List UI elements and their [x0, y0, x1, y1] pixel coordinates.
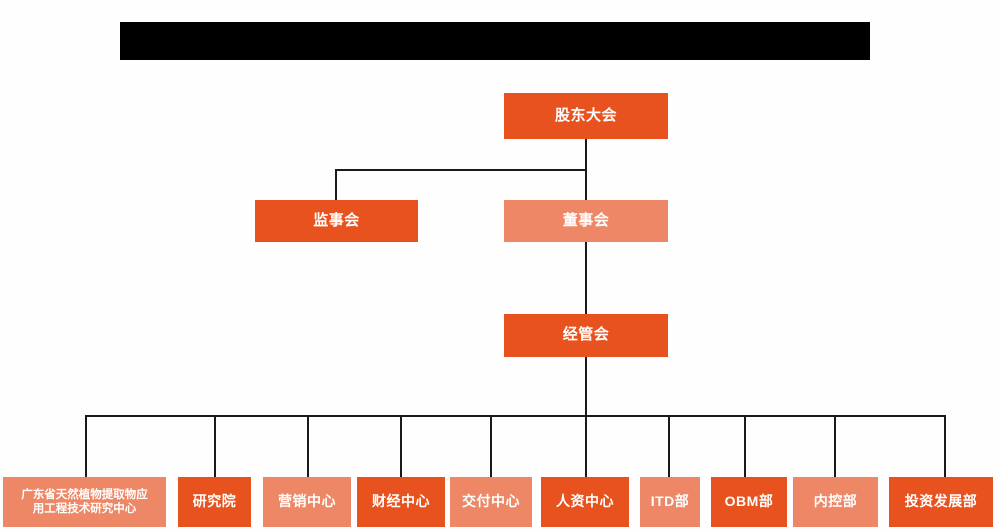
org-node-itd-dept-label: ITD部	[650, 493, 690, 510]
connector-level4-bus	[85, 415, 945, 417]
connector-drop-itd-dept	[668, 415, 670, 477]
org-node-delivery-center[interactable]: 交付中心	[450, 477, 532, 527]
connector-drop-internal-control-dept	[834, 415, 836, 477]
connector-drop-marketing-center	[307, 415, 309, 477]
connector-supervisors-down	[335, 169, 337, 201]
org-node-finance-center-label: 财经中心	[372, 493, 430, 510]
redacted-title-bar	[120, 22, 870, 60]
connector-drop-institute	[214, 415, 216, 477]
org-node-internal-control-dept-label: 内控部	[813, 493, 858, 510]
org-node-research-center-label: 广东省天然植物提取物应 用工程技术研究中心	[21, 488, 148, 515]
org-node-obm-dept[interactable]: OBM部	[711, 477, 787, 527]
connector-directors-to-management	[585, 242, 587, 314]
org-node-directors[interactable]: 董事会	[504, 200, 668, 242]
org-node-obm-dept-label: OBM部	[724, 493, 774, 510]
org-node-supervisors[interactable]: 监事会	[255, 200, 418, 242]
connector-drop-research-center	[85, 415, 87, 477]
connector-management-down	[585, 357, 587, 417]
connector-drop-investment-dev-dept	[944, 415, 946, 477]
org-node-hr-center[interactable]: 人资中心	[541, 477, 629, 527]
org-node-marketing-center-label: 营销中心	[278, 493, 336, 510]
connector-directors-down	[585, 169, 587, 201]
org-node-supervisors-label: 监事会	[313, 211, 360, 229]
connector-drop-hr-center	[585, 415, 587, 477]
org-node-investment-dev-dept-label: 投资发展部	[904, 493, 978, 510]
connector-level2-bus	[335, 169, 587, 171]
connector-drop-delivery-center	[490, 415, 492, 477]
org-node-research-center[interactable]: 广东省天然植物提取物应 用工程技术研究中心	[3, 477, 166, 527]
org-node-management-label: 经管会	[562, 326, 610, 344]
connector-drop-obm-dept	[744, 415, 746, 477]
connector-shareholders-down	[585, 139, 587, 171]
org-node-institute[interactable]: 研究院	[178, 477, 251, 527]
org-node-itd-dept[interactable]: ITD部	[640, 477, 700, 527]
org-node-hr-center-label: 人资中心	[556, 493, 614, 510]
org-node-shareholders-label: 股东大会	[554, 106, 617, 124]
org-node-marketing-center[interactable]: 营销中心	[263, 477, 351, 527]
org-node-directors-label: 董事会	[562, 211, 610, 229]
org-node-management[interactable]: 经管会	[504, 314, 668, 357]
org-node-delivery-center-label: 交付中心	[462, 493, 520, 510]
org-node-finance-center[interactable]: 财经中心	[357, 477, 445, 527]
connector-drop-finance-center	[400, 415, 402, 477]
org-node-shareholders[interactable]: 股东大会	[504, 93, 668, 139]
org-node-institute-label: 研究院	[192, 493, 237, 510]
org-node-internal-control-dept[interactable]: 内控部	[793, 477, 878, 527]
org-node-investment-dev-dept[interactable]: 投资发展部	[889, 477, 993, 527]
